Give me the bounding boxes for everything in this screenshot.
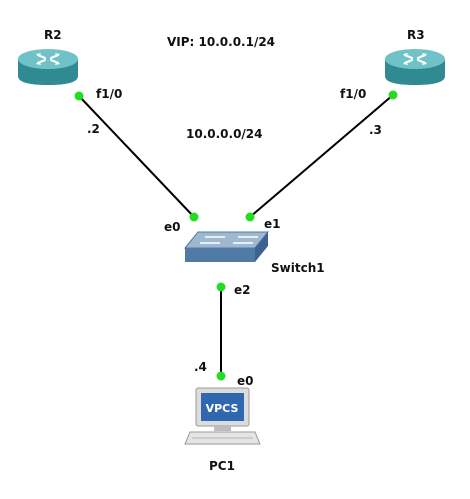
vip-label: VIP: 10.0.0.1/24 xyxy=(167,35,275,49)
pc1-name: PC1 xyxy=(209,459,235,473)
port-sw-e1-indicator[interactable] xyxy=(245,212,255,222)
port-pc-e0-label: e0 xyxy=(237,374,254,388)
port-r3-f10-indicator[interactable] xyxy=(388,90,398,100)
host-r3-address: .3 xyxy=(369,123,382,137)
port-r3-f10-label: f1/0 xyxy=(340,87,366,101)
switch-switch1[interactable]: Switch1 xyxy=(183,231,325,275)
host-r2-address: .2 xyxy=(87,122,100,136)
port-sw-e2-label: e2 xyxy=(234,283,251,297)
router-icon xyxy=(18,49,78,85)
port-sw-e0-label: e0 xyxy=(164,220,181,234)
vpcs-pc-icon: VPCS xyxy=(184,387,261,445)
router-r2-name: R2 xyxy=(44,28,62,42)
host-pc1-address: .4 xyxy=(194,360,207,374)
router-r2[interactable]: R2 xyxy=(18,28,78,85)
router-r3[interactable]: R3 xyxy=(385,28,445,85)
port-sw-e1-label: e1 xyxy=(264,217,281,231)
port-r2-f10-indicator[interactable] xyxy=(74,91,84,101)
network-label: 10.0.0.0/24 xyxy=(186,127,263,141)
port-pc-e0-indicator[interactable] xyxy=(216,371,226,381)
port-sw-e0-indicator[interactable] xyxy=(189,212,199,222)
pc1-screen-text: VPCS xyxy=(206,402,239,415)
router-icon xyxy=(385,49,445,85)
router-r3-name: R3 xyxy=(407,28,425,42)
pc-pc1[interactable]: VPCS PC1 xyxy=(184,387,261,473)
link-r3-switch1[interactable] xyxy=(249,94,394,218)
port-r2-f10-label: f1/0 xyxy=(96,87,122,101)
switch1-name: Switch1 xyxy=(271,261,325,275)
port-sw-e2-indicator[interactable] xyxy=(216,282,226,292)
link-r2-switch1[interactable] xyxy=(78,95,195,218)
switch-icon xyxy=(183,231,270,262)
